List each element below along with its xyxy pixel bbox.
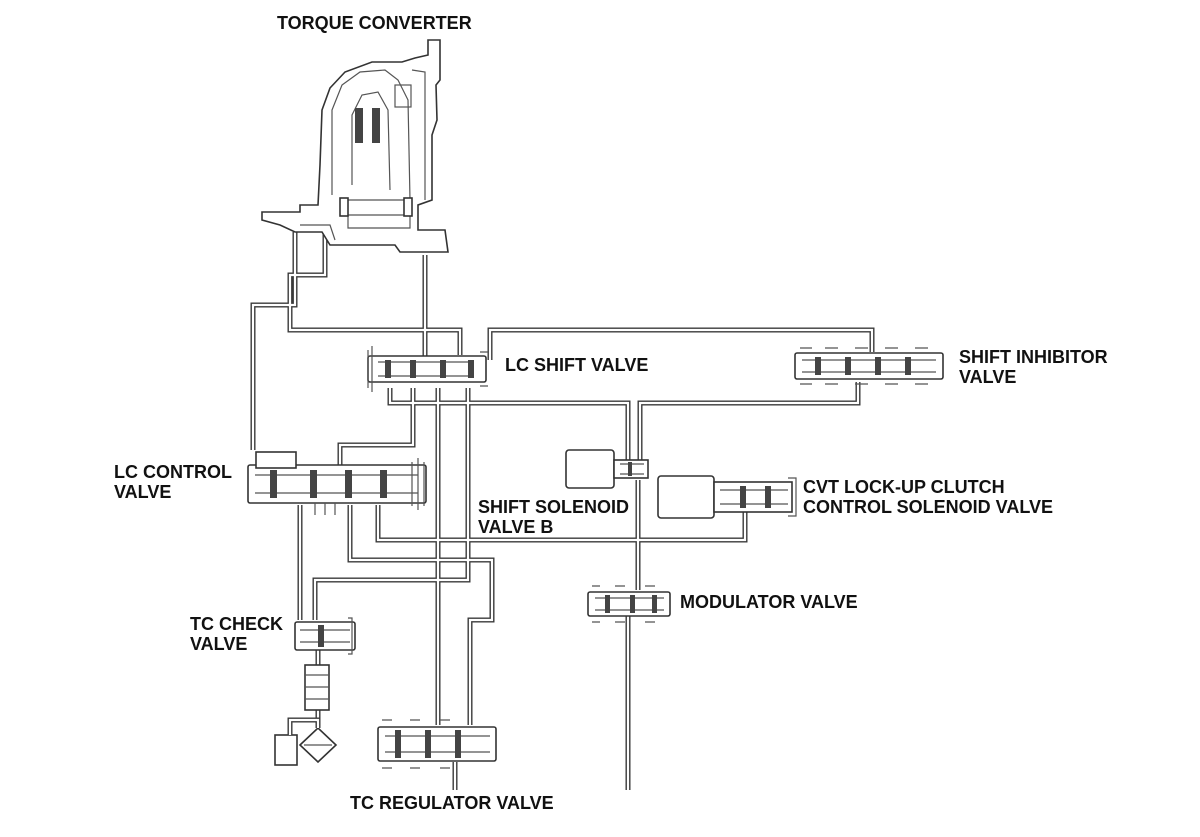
cooler-filter-drawing [274,664,338,766]
label-torque-converter: TORQUE CONVERTER [277,13,472,33]
hydraulic-lines [250,232,875,790]
pipe-lc-shift-to-lc-control [337,388,416,465]
pipe-lc-shift-to-inhibitor-core [488,328,874,360]
label-shift-solenoid-line2: VALVE B [478,517,554,537]
shift-solenoid-valve-b-drawing [565,449,649,489]
pipe-inhibitor-to-solenoid [637,382,861,465]
label-modulator-valve: MODULATOR VALVE [680,592,858,612]
label-lc-shift-valve: LC SHIFT VALVE [505,355,648,375]
tc-check-valve-drawing [294,617,356,655]
label-shift-solenoid-valve-b: SHIFT SOLENOID VALVE B [478,497,629,537]
label-tc-regulator-valve-text: TC REGULATOR VALVE [350,793,554,813]
pipe-lc-shift-to-check [312,388,471,620]
pipe-inhibitor-to-solenoid-core [638,382,860,465]
pipe-tc-to-lc-control [250,232,298,450]
label-shift-inhibitor-valve: SHIFT INHIBITOR VALVE [959,347,1108,387]
label-cvt-lockup-line2: CONTROL SOLENOID VALVE [803,497,1054,517]
pipe-lc-shift-to-lc-control-core [338,388,415,465]
tc-regulator-valve-drawing [377,719,497,769]
label-lc-control-line1: LC CONTROL [114,462,232,482]
pipe-cores [251,232,874,790]
label-cvt-lockup-solenoid: CVT LOCK-UP CLUTCH CONTROL SOLENOID VALV… [803,477,1053,517]
lc-control-valve-drawing [247,451,427,515]
torque-converter-drawing [261,39,449,253]
pipe-lc-shift-to-solenoid-core [388,388,630,460]
pipe-lc-shift-to-check-core [313,388,470,620]
pipe-network [250,232,875,790]
label-modulator-valve-text: MODULATOR VALVE [680,592,858,612]
modulator-valve-drawing [587,585,671,623]
pipe-lc-control-to-regulator-core [348,505,494,725]
label-tc-check-valve: TC CHECK VALVE [190,614,283,654]
cvt-lockup-solenoid-drawing [657,475,797,519]
label-tc-regulator-valve: TC REGULATOR VALVE [350,793,554,813]
pipe-tc-to-lc-control-core [251,232,297,450]
label-shift-solenoid-line1: SHIFT SOLENOID [478,497,630,517]
label-torque-converter-text: TORQUE CONVERTER [277,13,472,33]
label-shift-inhibitor-line2: VALVE [959,367,1017,387]
shift-inhibitor-valve-drawing [794,347,944,385]
label-lc-shift-valve-text: LC SHIFT VALVE [505,355,649,375]
label-shift-inhibitor-line1: SHIFT INHIBITOR [959,347,1108,367]
label-lc-control-valve: LC CONTROL VALVE [114,462,232,502]
pipe-tc-to-lc-shift-core [288,232,462,355]
label-cvt-lockup-line1: CVT LOCK-UP CLUTCH [803,477,1005,497]
label-tc-check-line1: TC CHECK [190,614,283,634]
label-tc-check-line2: VALVE [190,634,248,654]
label-lc-control-line2: VALVE [114,482,172,502]
pipe-cvt-to-lc-control-core [376,505,747,542]
lc-shift-valve-drawing [367,346,488,392]
